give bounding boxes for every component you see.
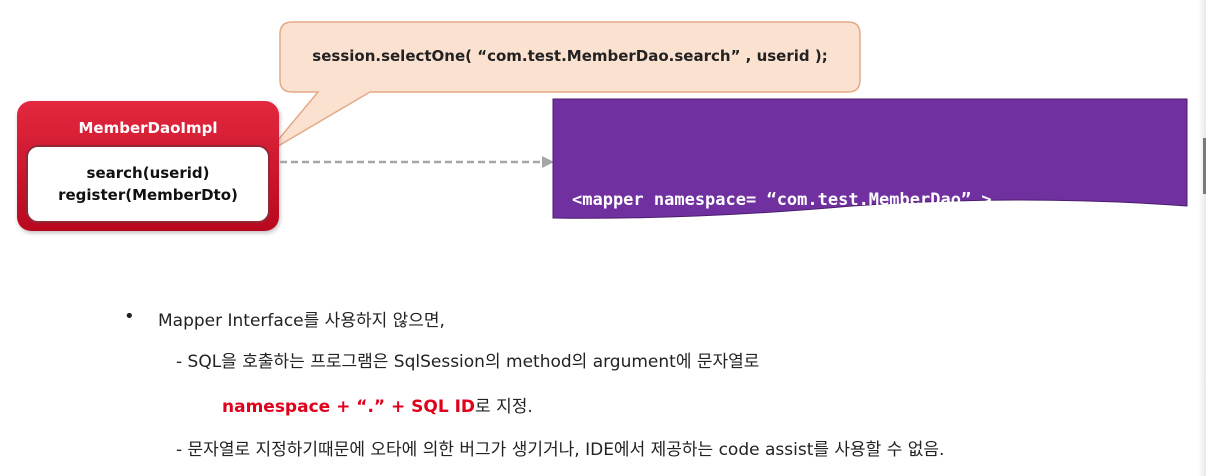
note-2: - SQL을 호출하는 프로그램은 SqlSession의 method의 ar…	[176, 352, 760, 372]
note-4: - 문자열로 지정하기때문에 오타에 의한 버그가 생기거나, IDE에서 제공…	[176, 440, 945, 460]
right-edge-marker	[1203, 138, 1206, 194]
member-dao-impl-box: MemberDaoImpl search(userid) register(Me…	[17, 101, 279, 231]
mapper-xml: <mapper namespace= “com.test.MemberDao” …	[572, 130, 1192, 326]
callout-code: session.selectOne( “com.test.MemberDao.s…	[312, 47, 828, 65]
note-3-rest: 로 지정.	[475, 397, 533, 417]
callout-shape	[267, 21, 861, 153]
mapper-line-namespace: <mapper namespace= “com.test.MemberDao” …	[572, 190, 992, 210]
note-1: Mapper Interface를 사용하지 않으면,	[158, 311, 445, 331]
right-edge-shadow	[1198, 0, 1206, 476]
impl-methods: search(userid) register(MemberDto)	[26, 145, 270, 223]
mapper-box	[552, 98, 1188, 219]
method-search: search(userid)	[86, 164, 210, 182]
callout: session.selectOne( “com.test.MemberDao.s…	[0, 0, 900, 160]
impl-title: MemberDaoImpl	[78, 119, 218, 137]
method-register: register(MemberDto)	[58, 186, 238, 204]
bullet-dot: •	[124, 306, 135, 327]
dashed-arrow	[280, 156, 554, 168]
note-3-highlight: namespace + “.” + SQL ID	[222, 397, 476, 417]
mapper-line-select: <select id= “search” parameterType= “Str…	[610, 274, 1092, 294]
note-3: namespace + “.” + SQL ID로 지정.	[222, 392, 533, 417]
